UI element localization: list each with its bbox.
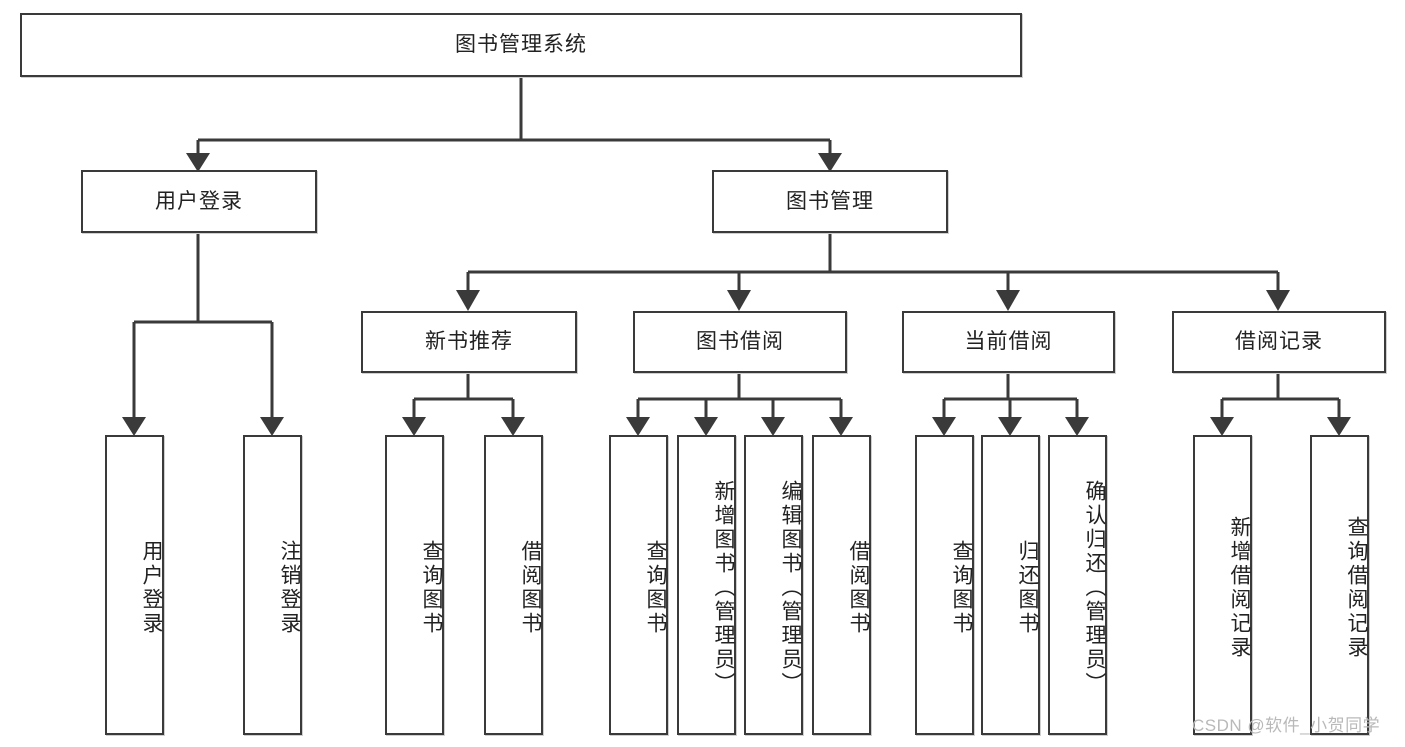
leaf-book-borrow-edit-book-admin[interactable]: 编辑图书（管理员） [744,435,803,735]
node-label: 注销登录 [278,540,301,636]
node-label: 新书推荐 [425,330,513,354]
node-book-management[interactable]: 图书管理 [712,170,948,233]
node-label: 用户登录 [155,189,243,213]
leaf-borrow-record-query-record[interactable]: 查询借阅记录 [1310,435,1369,735]
node-label: 新增图书（管理员） [712,480,735,696]
node-root-book-management-system[interactable]: 图书管理系统 [20,13,1022,77]
node-label: 新增借阅记录 [1228,516,1251,660]
node-label: 归还图书 [1016,540,1039,636]
node-label: 查询图书 [420,540,443,636]
leaf-new-book-borrow-book[interactable]: 借阅图书 [484,435,543,735]
leaf-user-login-logout[interactable]: 注销登录 [243,435,302,735]
node-book-borrow[interactable]: 图书借阅 [633,311,847,373]
leaf-current-borrow-confirm-return-admin[interactable]: 确认归还（管理员） [1048,435,1107,735]
node-label: 当前借阅 [964,330,1053,354]
leaf-current-borrow-return-book[interactable]: 归还图书 [981,435,1040,735]
node-new-book-recommend[interactable]: 新书推荐 [361,311,577,373]
node-borrow-record[interactable]: 借阅记录 [1172,311,1386,373]
node-label: 图书借阅 [696,330,784,354]
node-label: 借阅记录 [1235,330,1323,354]
node-label: 借阅图书 [847,540,870,636]
node-label: 查询图书 [644,540,667,636]
leaf-user-login-login[interactable]: 用户登录 [105,435,164,735]
leaf-book-borrow-add-book-admin[interactable]: 新增图书（管理员） [677,435,736,735]
node-label: 编辑图书（管理员） [779,480,802,696]
node-label: 图书管理 [786,189,874,213]
leaf-book-borrow-borrow-book[interactable]: 借阅图书 [812,435,871,735]
node-current-borrow[interactable]: 当前借阅 [902,311,1115,373]
leaf-book-borrow-query-book[interactable]: 查询图书 [609,435,668,735]
node-label: 确认归还（管理员） [1083,480,1106,696]
leaf-borrow-record-add-record[interactable]: 新增借阅记录 [1193,435,1252,735]
node-label: 图书管理系统 [455,33,587,57]
leaf-new-book-query-book[interactable]: 查询图书 [385,435,444,735]
node-label: 查询图书 [950,540,973,636]
node-user-login[interactable]: 用户登录 [81,170,317,233]
node-label: 用户登录 [140,540,163,636]
node-label: 借阅图书 [519,540,542,636]
node-label: 查询借阅记录 [1345,516,1368,660]
watermark: CSDN @软件_小贺同学 [1192,716,1381,735]
leaf-current-borrow-query-book[interactable]: 查询图书 [915,435,974,735]
